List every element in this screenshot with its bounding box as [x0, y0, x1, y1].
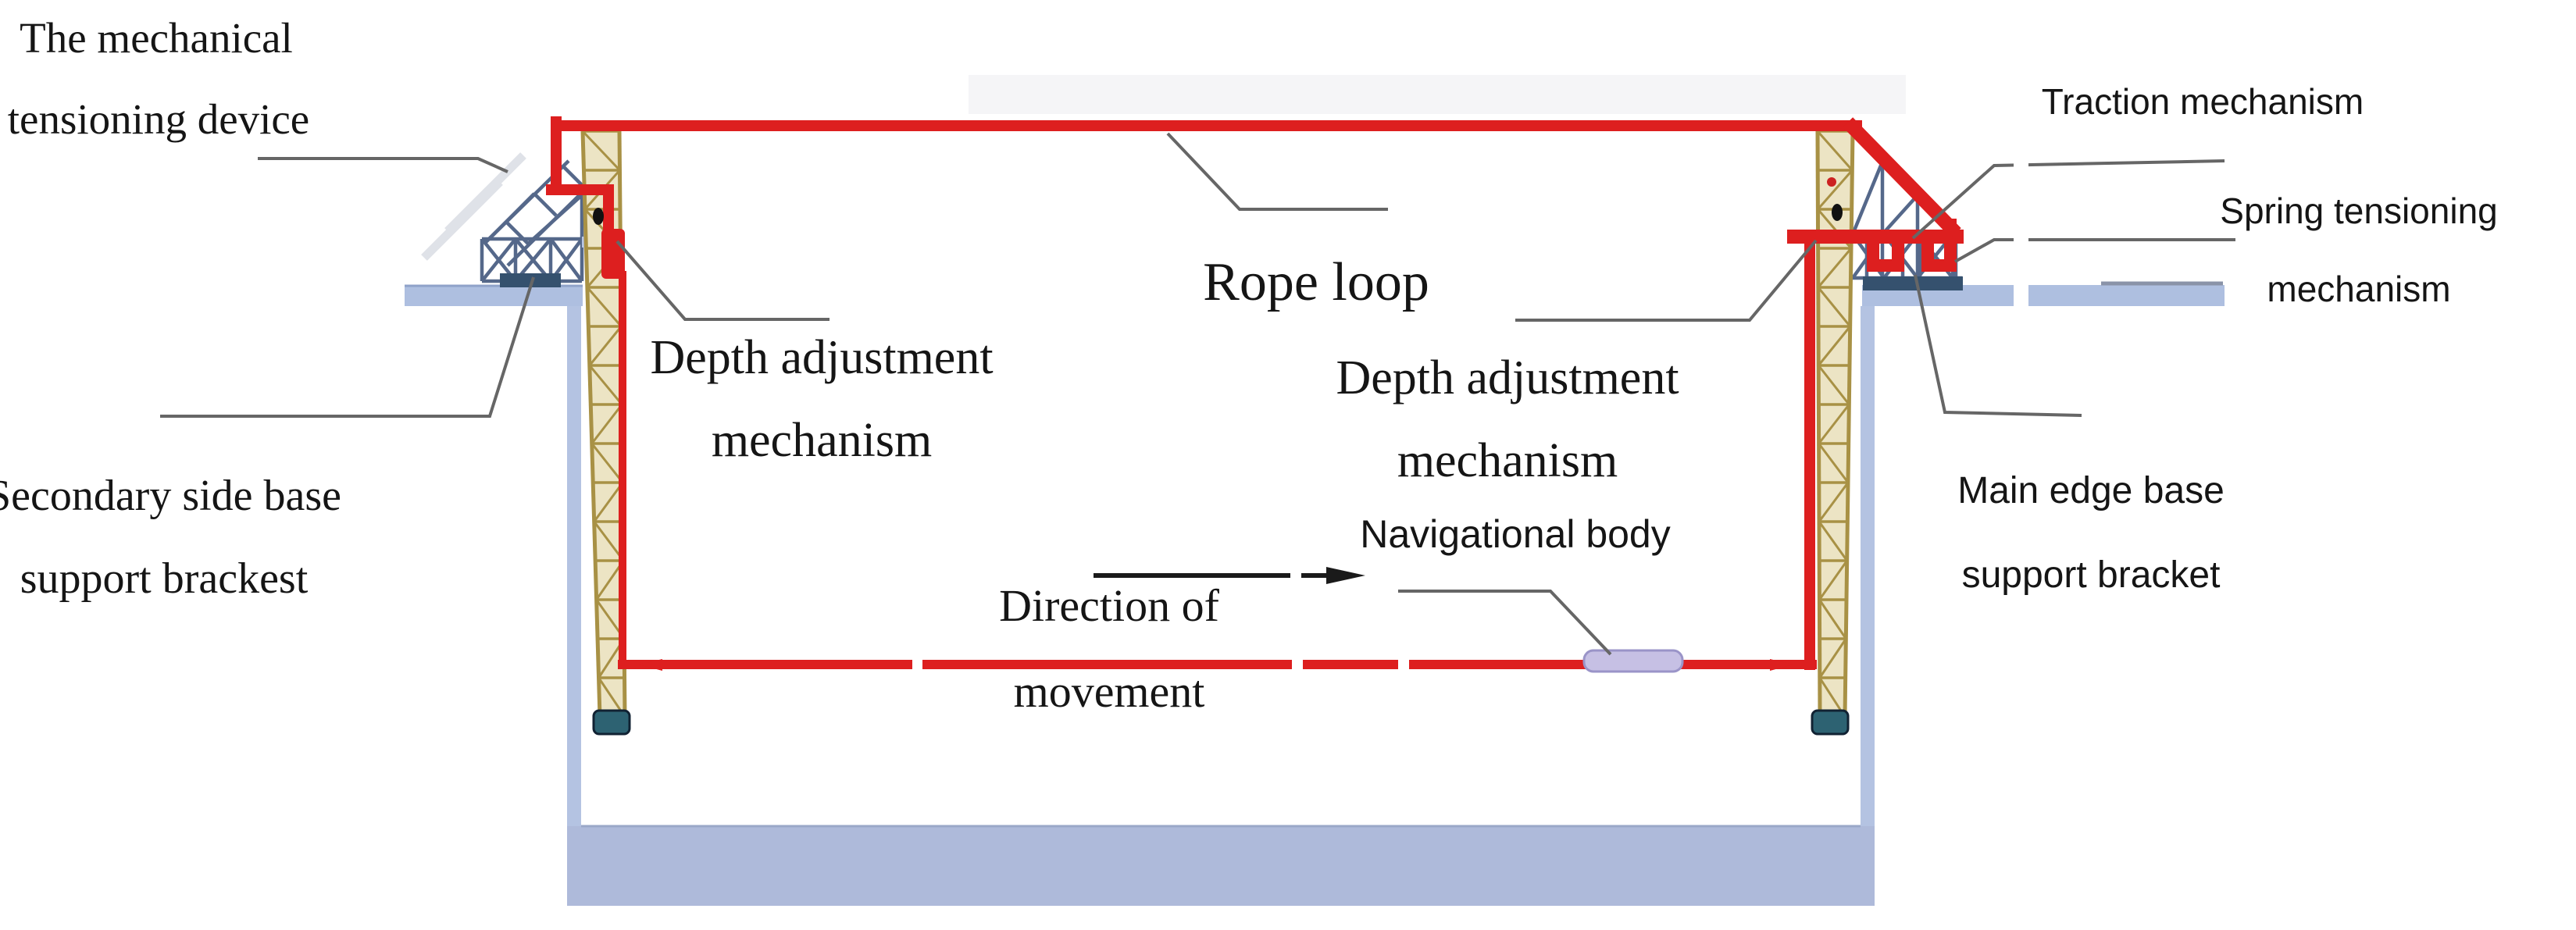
rope-gaps: [912, 658, 1409, 672]
mast-member: [590, 404, 623, 444]
mast-member: [1815, 130, 1822, 718]
background-tint: [969, 75, 1906, 114]
label-depth-left-line2: mechanism: [711, 414, 933, 467]
navigational-body: [1582, 649, 1684, 673]
leader-secondary-bracket: [160, 276, 535, 418]
right-truss-base: [1863, 276, 1963, 290]
mast-member: [1818, 365, 1850, 405]
mast-member: [1843, 130, 1855, 718]
mast-member: [581, 130, 621, 172]
rope-arrow-left-icon: [639, 659, 662, 671]
mast-member: [1818, 443, 1850, 483]
leader-depth-left: [615, 240, 830, 321]
left-truss-base: [500, 273, 561, 287]
mast-member: [1817, 169, 1854, 210]
mast-member: [1818, 404, 1850, 444]
basin: [567, 306, 1875, 906]
mast-member: [1816, 130, 1854, 171]
label-navigational-body: Navigational body: [1360, 512, 1671, 556]
mast-member: [1818, 599, 1847, 640]
leader-lines: [160, 132, 2235, 656]
leader-depth-right: [1515, 239, 1818, 322]
mast-member: [588, 365, 623, 405]
label-mechanical-tensioning-line2: tensioning device: [7, 95, 310, 143]
label-main-edge-line1: Main edge base: [1957, 470, 2225, 511]
mast-member: [1818, 560, 1848, 600]
depth-adjustment-block: [601, 229, 625, 279]
rope-loop-path: [546, 116, 1964, 670]
label-depth-right-line2: mechanism: [1397, 434, 1618, 487]
mast-member: [593, 521, 625, 561]
right-mast-marker-icon: [1827, 177, 1836, 187]
mast-member: [1818, 326, 1851, 366]
mast-member: [586, 287, 623, 327]
left-pulley-icon: [593, 208, 604, 225]
label-spring-line1: Spring tensioning: [2220, 191, 2498, 231]
right-mast-foot: [1811, 709, 1850, 736]
label-depth-left-line1: Depth adjustment: [650, 331, 994, 384]
label-mechanical-tensioning-line1: The mechanical: [20, 14, 293, 62]
left-tensioning-truss: [421, 152, 594, 283]
leader-spring: [1954, 238, 2235, 263]
leader-mechanical-tensioning: [258, 157, 508, 173]
label-direction-line1: Direction of: [999, 580, 1219, 631]
mast-member: [1817, 287, 1851, 327]
label-traction: Traction mechanism: [2041, 81, 2364, 122]
leader-traction: [1911, 159, 2225, 240]
label-secondary-bracket-line1: Secondary side base: [0, 472, 342, 520]
label-spring-line2: mechanism: [2267, 269, 2451, 309]
mast-member: [580, 130, 602, 718]
right-pulley-icon: [1832, 204, 1843, 221]
label-depth-right-line1: Depth adjustment: [1336, 351, 1679, 404]
label-rope-loop: Rope loop: [1203, 252, 1429, 312]
mast-member: [1818, 482, 1850, 522]
rope-arrow-right-icon: [1770, 659, 1793, 671]
label-direction-line2: movement: [1013, 666, 1205, 717]
leader-navigational-body: [1398, 590, 1612, 656]
image-seam: [2014, 133, 2028, 351]
label-main-edge-line2: support bracket: [1961, 554, 2221, 596]
left-mast-foot: [592, 709, 631, 736]
left-platform: [405, 285, 583, 306]
mast-member: [593, 482, 624, 522]
mast-member: [1818, 521, 1848, 561]
mast-member: [1818, 638, 1847, 679]
direction-arrow-icon: [1094, 567, 1365, 584]
mast-member: [1817, 248, 1853, 288]
mast-member: [590, 443, 624, 483]
leader-main-edge: [1914, 274, 2082, 417]
mast-member: [588, 326, 623, 366]
leader-rope-loop: [1166, 132, 1388, 211]
label-secondary-bracket-line2: support brackest: [20, 554, 309, 603]
